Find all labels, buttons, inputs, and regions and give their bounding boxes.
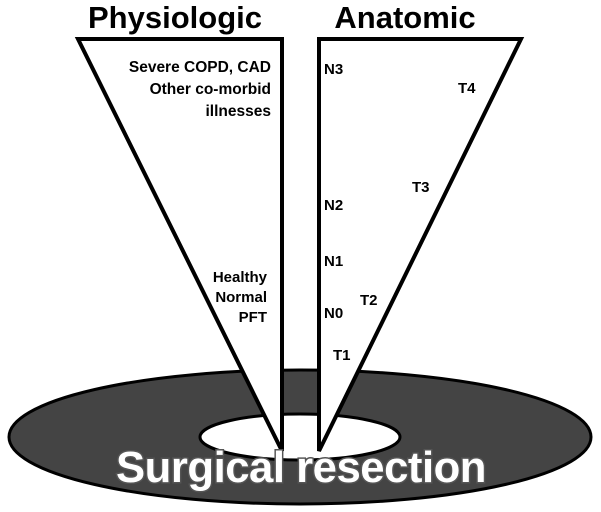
physiologic-bottom-line-3: PFT: [239, 309, 267, 326]
t1-label: T1: [333, 347, 351, 364]
t3-label: T3: [412, 179, 430, 196]
surgical-resection-label: Surgical resection: [116, 443, 486, 492]
physiologic-top-line-1: Severe COPD, CAD: [129, 59, 271, 76]
anatomic-heading: Anatomic: [334, 0, 475, 35]
n1-label: N1: [324, 253, 343, 270]
physiologic-heading: Physiologic: [88, 0, 262, 35]
physiologic-cone: [74, 37, 284, 452]
n3-label: N3: [324, 61, 343, 78]
t2-label: T2: [360, 292, 378, 309]
anatomic-cone: [317, 37, 525, 452]
t4-label: T4: [458, 80, 476, 97]
physiologic-top-line-2: Other co-morbid: [150, 81, 271, 98]
physiologic-bottom-line-1: Healthy: [213, 269, 268, 286]
physiologic-top-line-3: illnesses: [206, 103, 272, 120]
disc-center-hole: [198, 412, 402, 462]
physiologic-bottom-line-2: Normal: [215, 289, 267, 306]
n0-label: N0: [324, 305, 343, 322]
n2-label: N2: [324, 197, 343, 214]
